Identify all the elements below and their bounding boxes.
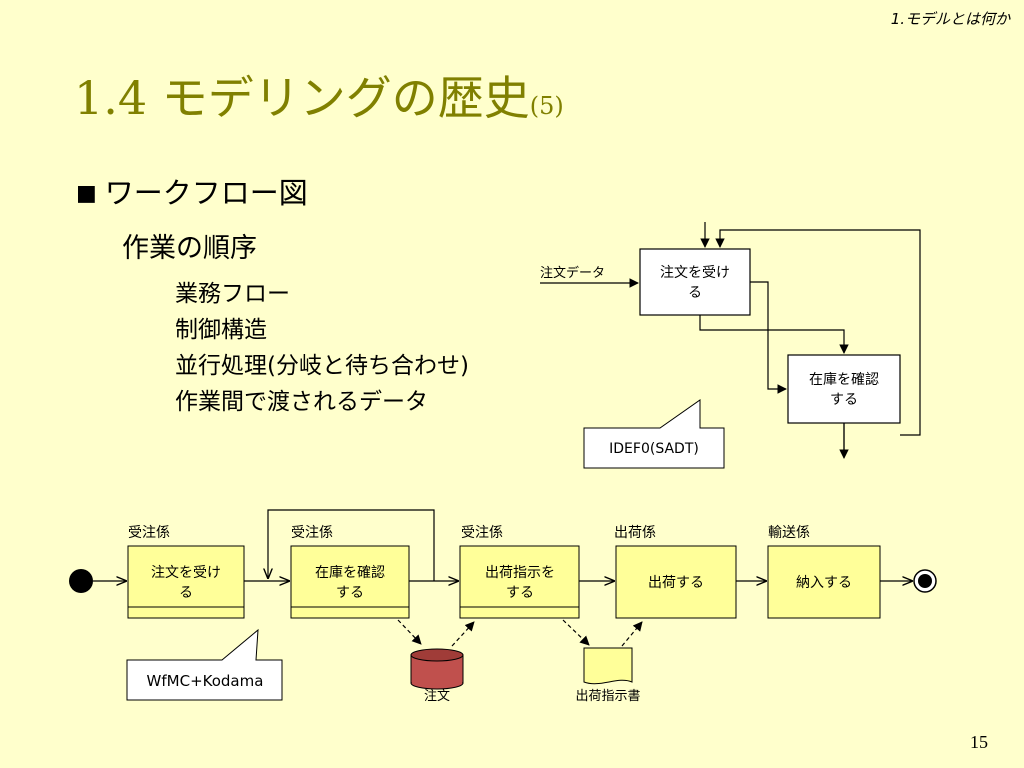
data-flow-arrow (621, 621, 643, 647)
idef-callout-text: IDEF0(SADT) (609, 441, 699, 457)
list-item: 作業間で渡されるデータ (175, 389, 428, 415)
loop-arrow (268, 509, 435, 581)
workflow-box-shipping-instruction (459, 545, 580, 619)
sub-heading: 作業の順序 (122, 233, 257, 264)
role-label: 出荷係 (614, 525, 656, 541)
start-node (69, 569, 93, 593)
box-label: 出荷する (648, 575, 704, 591)
flow-arrow (699, 315, 849, 354)
workflow-box-check-stock (290, 545, 410, 619)
breadcrumb: 1.モデルとは何か (890, 10, 1010, 28)
workflow-box-receive-order (127, 545, 245, 619)
list-item: 並行処理(分岐と待ち合わせ) (175, 353, 469, 379)
role-label: 受注係 (461, 525, 503, 541)
data-flow-arrow (562, 619, 590, 646)
idef-box-check-stock (787, 354, 901, 424)
document-icon (583, 647, 633, 685)
list-item: 制御構造 (175, 317, 267, 343)
db-label: 注文 (424, 689, 450, 704)
idef-box-receive-order (639, 248, 751, 316)
data-flow-arrow (397, 619, 422, 645)
workflow-box-deliver (767, 545, 881, 619)
idef0-diagram: 注文データ 注文を受け る 在庫を確認 する IDEF0(SADT) (540, 222, 921, 469)
data-flow-arrow (451, 621, 475, 647)
bullet-text: ワークフロー図 (104, 176, 308, 210)
doc-label: 出荷指示書 (575, 689, 640, 704)
database-icon (410, 648, 464, 690)
box-label: る (179, 585, 193, 601)
box-label: 在庫を確認 (315, 564, 385, 581)
flow-arrow (750, 281, 787, 394)
end-node-core (918, 574, 932, 588)
title-main: 1.4 モデリングの歴史 (74, 71, 530, 125)
bullet-heading: ■ ワークフロー図 (76, 170, 308, 212)
title-sub: (5) (529, 92, 564, 120)
idef-box2-line2: する (830, 392, 858, 408)
feedback-arrow (715, 229, 921, 436)
workflow-callout-text: WfMC+Kodama (147, 672, 264, 690)
role-label: 受注係 (291, 525, 333, 541)
list-item: 業務フロー (175, 281, 290, 307)
page-number: 15 (970, 732, 988, 752)
workflow-callout (126, 628, 283, 701)
page-title: 1.4 モデリングの歴史(5) (74, 62, 564, 128)
box-label: する (506, 585, 534, 601)
role-label: 輸送係 (768, 525, 810, 541)
box-label: 納入する (796, 575, 852, 591)
idef-box2-line1: 在庫を確認 (809, 371, 879, 388)
idef-callout (583, 399, 725, 469)
box-label: 注文を受け (151, 565, 221, 581)
idef-input-label: 注文データ (540, 265, 605, 281)
idef-box1-line1: 注文を受け (660, 265, 730, 281)
workflow-box-ship (615, 545, 737, 619)
box-label: 出荷指示を (485, 565, 555, 581)
box-label: する (336, 585, 364, 601)
role-label: 受注係 (128, 525, 170, 541)
idef-box1-line2: る (688, 285, 702, 301)
workflow-diagram: 受注係 受注係 受注係 出荷係 輸送係 注文を受け る 在庫を確認 する 出荷指… (69, 509, 937, 704)
square-bullet-icon: ■ (76, 181, 97, 206)
